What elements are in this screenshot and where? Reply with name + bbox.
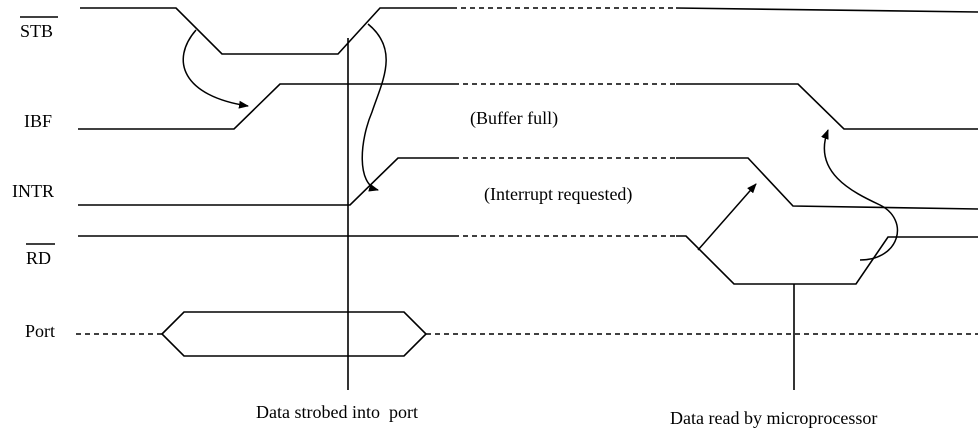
rd-to-ibf-arrow — [821, 129, 899, 261]
intr-label: INTR — [12, 181, 54, 201]
intr-waveform-tail — [676, 157, 978, 210]
intr-waveform — [78, 157, 454, 206]
buffer-full-annotation: (Buffer full) — [470, 108, 558, 129]
stb-waveform — [80, 7, 452, 55]
stb-label: STB — [20, 21, 53, 41]
stb-to-ibf-arrow — [182, 29, 249, 109]
data-strobed-caption: Data strobed into port — [256, 402, 418, 422]
stb-waveform-tail — [675, 7, 978, 13]
interrupt-requested-annotation: (Interrupt requested) — [484, 184, 632, 205]
rd-waveform-tail — [676, 235, 978, 285]
ibf-waveform — [78, 83, 454, 130]
port-label: Port — [25, 321, 55, 341]
rd-label: RD — [26, 248, 51, 268]
ibf-waveform-tail — [676, 83, 978, 130]
ibf-label: IBF — [24, 111, 52, 131]
rd-to-intr-arrow — [697, 183, 757, 251]
data-read-caption: Data read by microprocessor — [670, 408, 877, 428]
port-data-valid — [160, 311, 428, 357]
stb-to-intr-arrow — [361, 23, 387, 192]
